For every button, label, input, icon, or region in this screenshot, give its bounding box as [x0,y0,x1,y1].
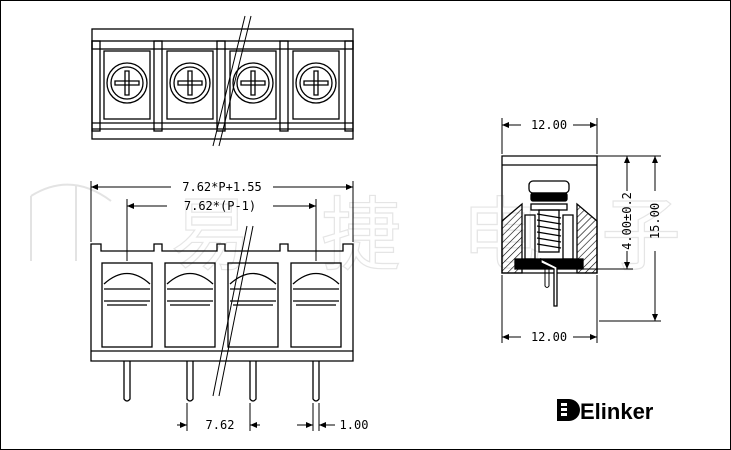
top-screw-cell-2 [166,50,214,120]
front-pocket-4 [290,262,342,348]
svg-text:易: 易 [171,189,251,282]
top-screw-cell-4 [292,50,340,120]
elinker-logo-icon [557,399,580,421]
front-view [90,225,354,402]
front-pocket-1 [101,262,153,348]
front-dimensions [90,181,354,431]
top-view [91,15,354,147]
top-screw-cell-1 [103,50,151,120]
dim-bottom-width: 12.00 [531,330,567,344]
watermark: 易 捷 电 子 [30,183,682,283]
svg-text:捷: 捷 [321,189,401,282]
top-screw-cell-3 [229,50,277,120]
dim-height: 15.00 [648,203,662,239]
dim-total-length: 7.62*P+1.55 [182,180,261,194]
dim-pin-width: 1.00 [340,418,369,432]
side-dimensions [501,118,661,343]
dim-pitch: 7.62 [206,418,235,432]
screw-thread [536,209,562,253]
dim-span-length: 7.62*(P-1) [184,199,256,213]
dim-top-width: 12.00 [531,118,567,132]
pins [123,361,320,402]
dim-screw-offset: 4.00±0.2 [620,192,634,250]
brand-logo: Elinker [557,399,654,424]
side-view [501,155,598,307]
brand-name: Elinker [580,399,654,424]
front-pocket-2 [164,262,216,348]
svg-text:子: 子 [601,189,681,282]
